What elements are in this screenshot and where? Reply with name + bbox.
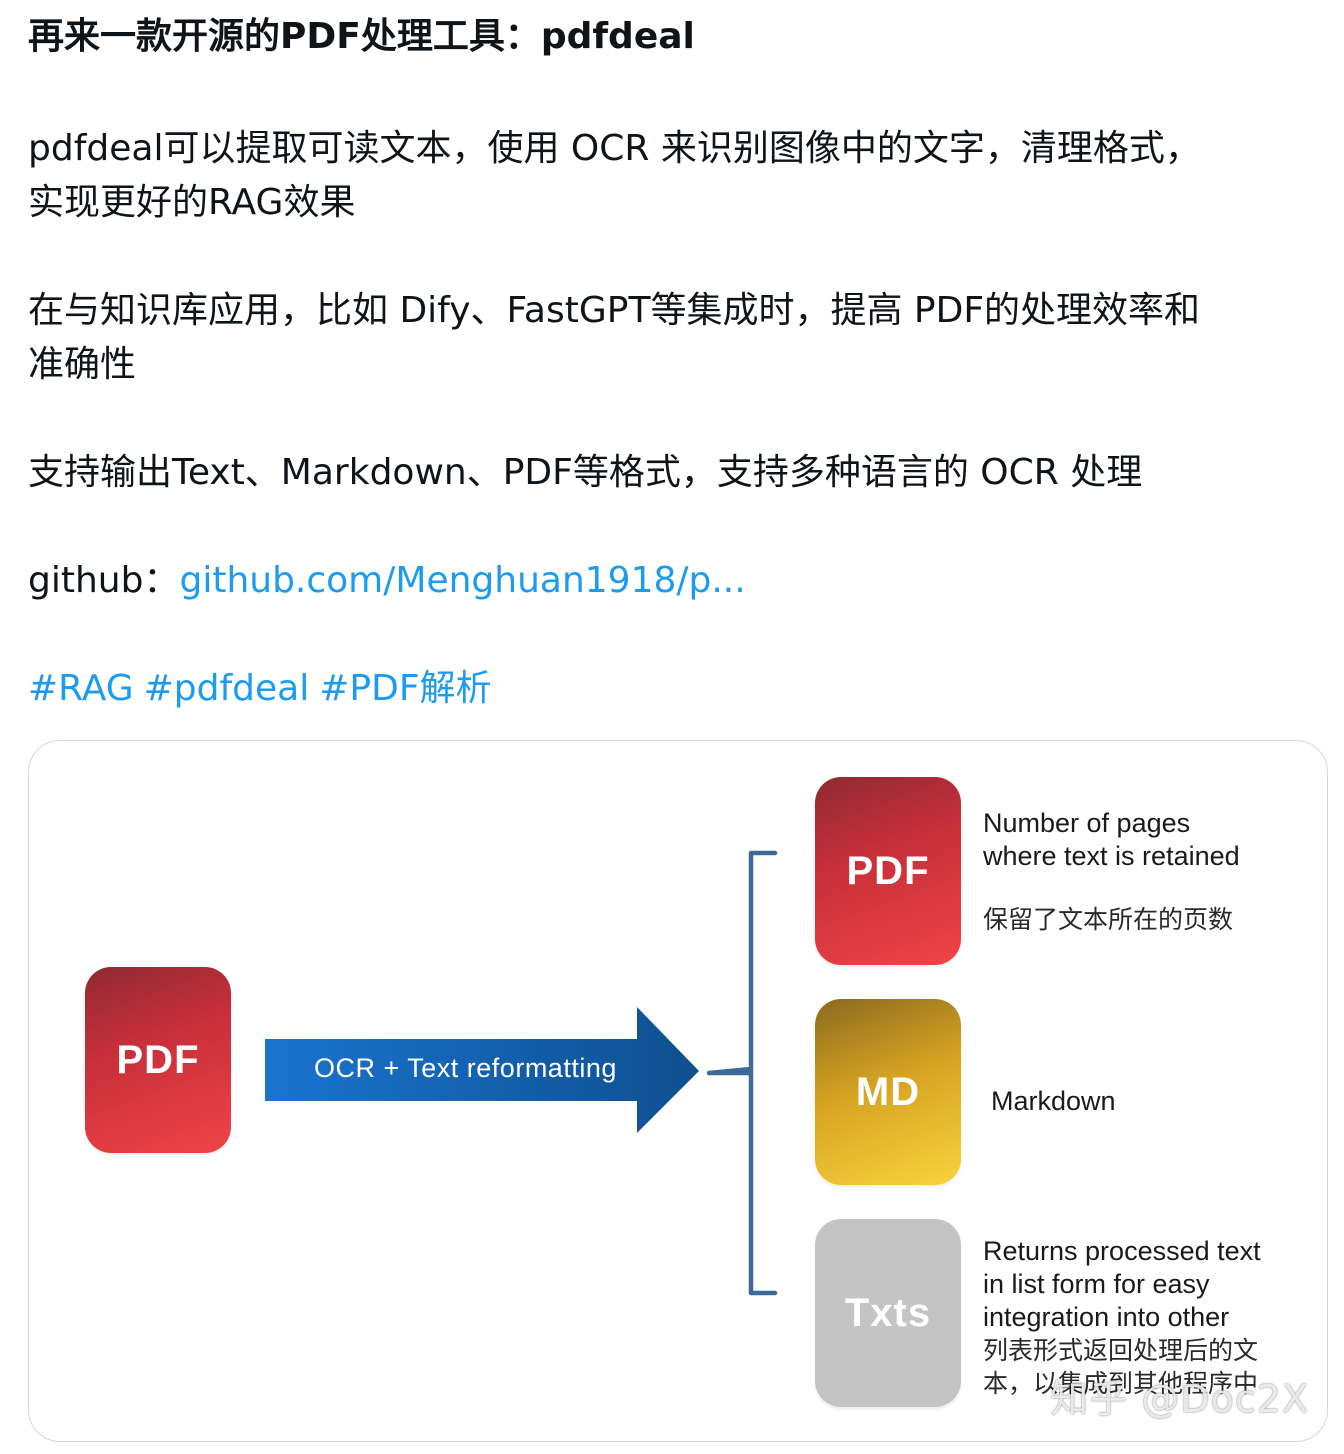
github-line: github：github.com/Menghuan1918/p... <box>28 554 1318 608</box>
output-txts-desc-en-2: in list form for easy <box>983 1269 1210 1299</box>
flow-arrow-icon <box>265 1007 699 1133</box>
watermark: 知乎 @Doc2X <box>1050 1377 1309 1421</box>
output-md-tile-label: MD <box>855 1069 921 1114</box>
github-link[interactable]: github.com/Menghuan1918/p... <box>179 560 746 601</box>
output-txts-desc-cn-1: 列表形式返回处理后的文 <box>983 1336 1259 1365</box>
source-pdf-tile: PDF <box>85 967 231 1153</box>
output-txts-description: Returns processed text in list form for … <box>983 1235 1261 1400</box>
output-pdf-description: Number of pages where text is retained 保… <box>983 807 1240 936</box>
output-pdf-desc-en-2: where text is retained <box>983 841 1240 871</box>
post-paragraph-2-line-2: 准确性 <box>28 344 137 385</box>
output-pdf-tile: PDF <box>815 777 961 965</box>
output-pdf-desc-en-1: Number of pages <box>983 808 1191 838</box>
post-paragraph-2-line-1: 在与知识库应用，比如 Dify、FastGPT等集成时，提高 PDF的处理效率和 <box>28 290 1201 331</box>
output-md-desc-en-1: Markdown <box>991 1086 1116 1116</box>
hashtag-rag[interactable]: #RAG <box>28 668 134 709</box>
github-label: github： <box>28 560 180 601</box>
media-image-card[interactable]: PDF OCR + Text reformatting PDF Number o… <box>28 740 1328 1442</box>
output-txts-tile: Txts <box>815 1219 961 1407</box>
output-md-tile: MD <box>815 999 961 1185</box>
post-paragraph-3: 支持输出Text、Markdown、PDF等格式，支持多种语言的 OCR 处理 <box>28 452 1143 493</box>
output-txts-desc-en-3: integration into other <box>983 1302 1230 1332</box>
hashtag-pdfdeal[interactable]: #pdfdeal <box>143 668 310 709</box>
post-paragraph-1-line-1: pdfdeal可以提取可读文本，使用 OCR 来识别图像中的文字，清理格式， <box>28 128 1201 169</box>
post-body: 再来一款开源的PDF处理工具：pdfdeal pdfdeal可以提取可读文本，使… <box>28 14 1318 716</box>
arrow-label: OCR + Text reformatting <box>314 1053 617 1083</box>
output-txts-desc-en-1: Returns processed text <box>983 1236 1261 1266</box>
post-paragraph-1-line-2: 实现更好的RAG效果 <box>28 182 356 223</box>
flow-arrow-graphic <box>265 850 778 1296</box>
output-md-description: Markdown <box>991 1085 1116 1118</box>
hashtag-pdf-parsing[interactable]: #PDF解析 <box>319 668 492 709</box>
output-pdf-tile-label: PDF <box>846 848 930 893</box>
source-pdf-tile-label: PDF <box>116 1037 200 1082</box>
hashtag-row: #RAG#pdfdeal#PDF解析 <box>28 662 1318 716</box>
output-pdf-desc-cn: 保留了文本所在的页数 <box>983 905 1234 934</box>
output-txts-desc-cn-2: 本，以集成到其他程序中 <box>983 1369 1259 1398</box>
output-txts-tile-label: Txts <box>844 1290 932 1335</box>
post-title: 再来一款开源的PDF处理工具：pdfdeal <box>28 16 695 57</box>
